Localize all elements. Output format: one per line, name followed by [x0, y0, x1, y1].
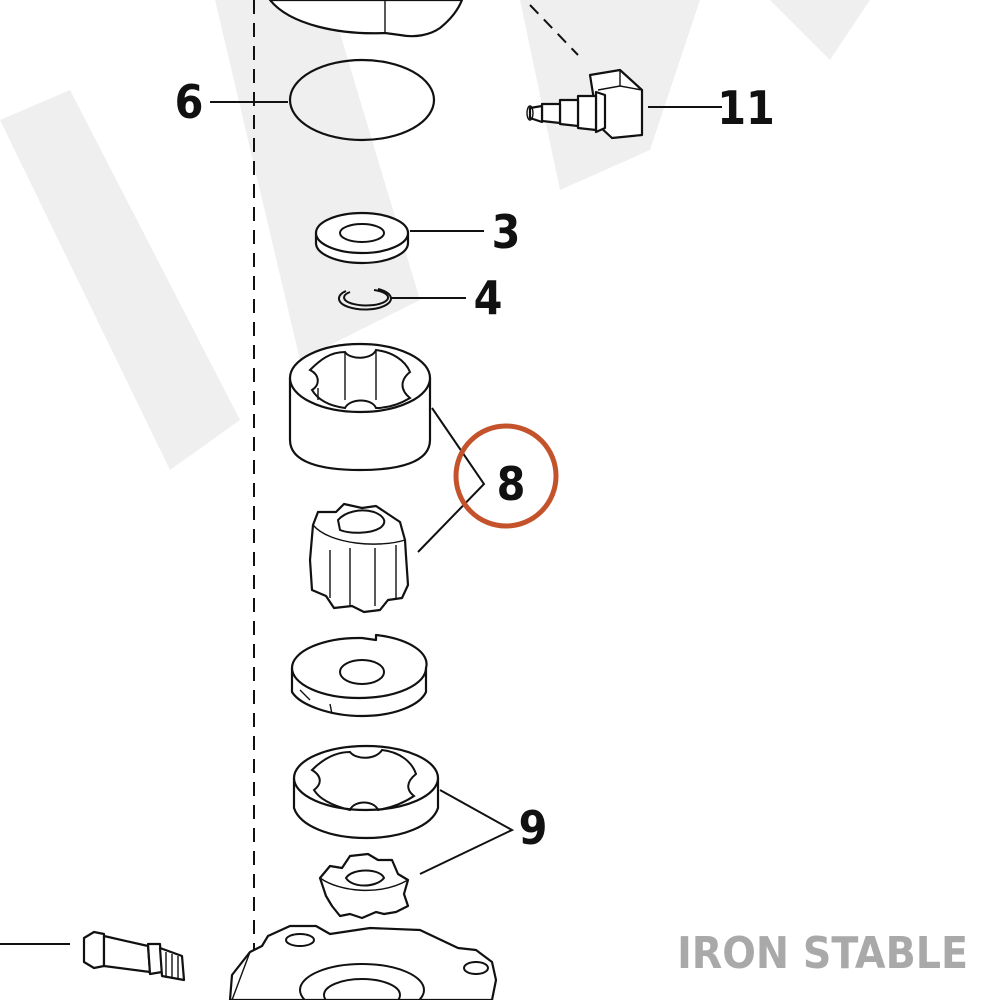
spacer-plate	[290, 633, 428, 718]
outer-rotor-part-9	[292, 744, 440, 840]
callout-4: 4	[474, 271, 503, 325]
callout-3: 3	[492, 205, 521, 259]
highlight-ring	[453, 423, 559, 529]
callout-labels: 6 11 3 4 8 9	[175, 75, 775, 855]
inner-rotor-part-8	[308, 502, 410, 614]
fitting-axis	[529, 4, 579, 56]
callout-6: 6	[175, 75, 204, 129]
bottom-cover	[228, 924, 498, 1000]
background-watermark-shapes	[0, 0, 870, 470]
callout-8: 8	[497, 457, 526, 511]
leader-8	[417, 407, 486, 553]
o-ring-part-6	[288, 58, 436, 142]
leader-lines	[0, 101, 722, 945]
callout-11: 11	[717, 81, 775, 135]
threaded-fitting	[82, 930, 186, 982]
callout-9: 9	[519, 801, 548, 855]
washer-part-3	[314, 211, 410, 265]
top-housing	[268, 0, 464, 38]
brand-watermark: IRON STABLE	[677, 928, 968, 979]
snap-ring-part-4	[338, 288, 392, 311]
leader-9	[419, 789, 515, 875]
outer-rotor-part-8	[288, 342, 432, 472]
elbow-fitting-part-11	[526, 68, 644, 140]
inner-rotor-part-9	[318, 852, 410, 920]
